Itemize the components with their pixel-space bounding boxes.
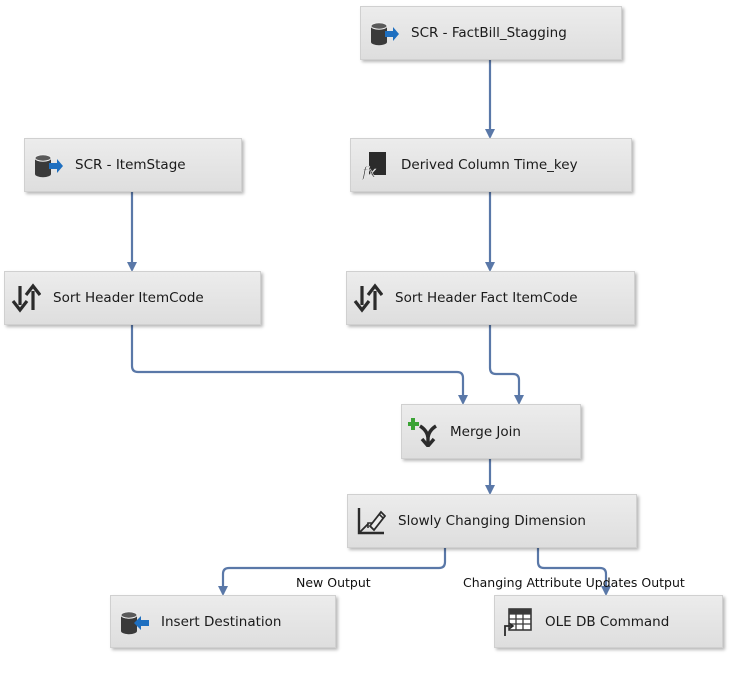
node-ole-db-command[interactable]: OLE DB Command xyxy=(494,595,723,648)
node-label: Slowly Changing Dimension xyxy=(398,513,586,529)
slowly-changing-dimension-icon xyxy=(356,506,386,536)
node-label: Merge Join xyxy=(450,423,521,440)
path-scd-to-insert[interactable] xyxy=(218,548,447,596)
ole-db-destination-icon xyxy=(119,607,149,637)
node-label: SCR - FactBill_Stagging xyxy=(411,25,567,41)
node-label: Sort Header Fact ItemCode xyxy=(395,290,578,306)
node-merge-join[interactable]: Merge Join xyxy=(401,404,581,459)
derived-column-icon: fx xyxy=(359,150,389,180)
node-sort-header-fact-itemcode[interactable]: Sort Header Fact ItemCode xyxy=(346,271,635,325)
node-sort-header-itemcode[interactable]: Sort Header ItemCode xyxy=(4,271,261,325)
new-output-label: New Output xyxy=(296,575,371,590)
sort-icon xyxy=(353,283,383,313)
node-scr-factbill-stagging[interactable]: SCR - FactBill_Stagging xyxy=(360,6,622,60)
node-label: OLE DB Command xyxy=(545,613,670,630)
ole-db-source-icon xyxy=(33,150,63,180)
node-insert-destination[interactable]: Insert Destination xyxy=(110,595,336,648)
node-label: Sort Header ItemCode xyxy=(53,290,204,306)
path-sortfact-to-merge[interactable] xyxy=(488,325,524,405)
path-sortitem-to-merge[interactable] xyxy=(130,325,468,405)
changing-attribute-output-label: Changing Attribute Updates Output xyxy=(463,575,685,590)
merge-join-icon xyxy=(408,417,438,447)
node-derived-column-time-key[interactable]: fx Derived Column Time_key xyxy=(350,138,632,192)
node-label: Derived Column Time_key xyxy=(401,157,578,173)
svg-text:fx: fx xyxy=(361,163,377,180)
node-label: SCR - ItemStage xyxy=(75,157,186,173)
ole-db-command-icon xyxy=(503,607,533,637)
sort-icon xyxy=(11,283,41,313)
node-label: Insert Destination xyxy=(161,613,282,630)
ole-db-source-icon xyxy=(369,18,399,48)
node-slowly-changing-dimension[interactable]: Slowly Changing Dimension xyxy=(347,494,637,548)
node-scr-itemstage[interactable]: SCR - ItemStage xyxy=(24,138,242,192)
path-scd-to-oledbcommand[interactable] xyxy=(536,548,611,596)
